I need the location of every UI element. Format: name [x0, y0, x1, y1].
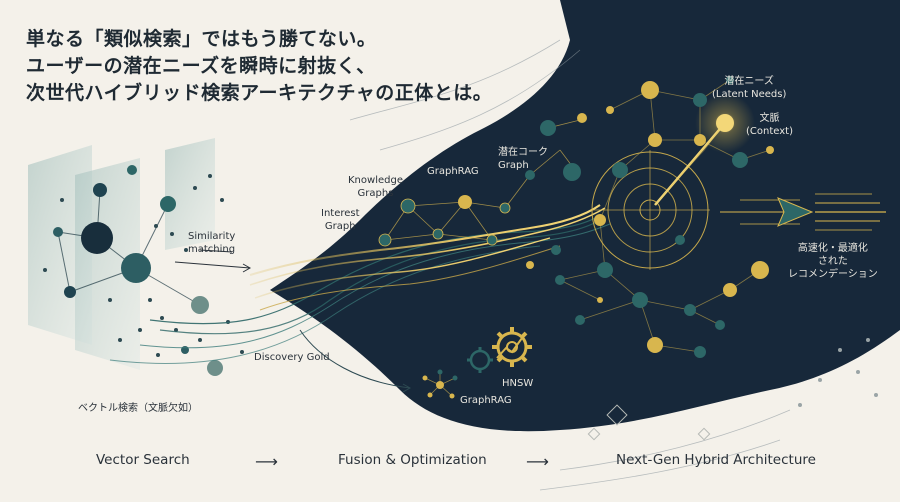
- graph-node: [577, 113, 587, 123]
- graphrag-top-label: GraphRAG: [427, 166, 479, 177]
- vector-node: [127, 165, 137, 175]
- diamond-decor: [587, 404, 711, 441]
- latent-graph-label: 潜在コーク Graph: [498, 147, 548, 171]
- graph-node: [526, 261, 534, 269]
- graph-node: [632, 292, 648, 308]
- graph-node: [555, 275, 565, 285]
- vector-node: [181, 346, 189, 354]
- graph-node: [715, 320, 725, 330]
- graph-node: [563, 163, 581, 181]
- stage-fusion-optimization: Fusion & Optimization: [338, 452, 487, 468]
- vector-node: [191, 296, 209, 314]
- footer-arrow-2: ⟶: [526, 452, 549, 471]
- vector-node: [93, 183, 107, 197]
- graphrag-cluster: [422, 369, 458, 399]
- headline-line-2: ユーザーの潜在ニーズを瞬時に射抜く、: [26, 55, 376, 77]
- graph-node: [684, 304, 696, 316]
- graph-node: [486, 234, 498, 246]
- vector-node: [121, 253, 151, 283]
- trend-arrow-icon: [496, 337, 523, 359]
- right-scatter: [798, 338, 878, 407]
- output-arrow: [720, 193, 886, 231]
- graph-node: [647, 337, 663, 353]
- context-label: 文脈 (Context): [746, 113, 793, 137]
- vector-panels: [28, 138, 215, 370]
- graph-node: [694, 134, 706, 146]
- radar-beam: [654, 122, 726, 206]
- similarity-arrows: [174, 249, 252, 273]
- headline-line-3: 次世代ハイブリッド検索アーキテクチャの正体とは。: [26, 82, 493, 104]
- vector-nodes: [53, 165, 223, 376]
- small-gear-icon: [467, 347, 493, 373]
- knowledge-graphs-label: Knowledge Graphs: [348, 175, 403, 199]
- recommendation-label: 高速化・最適化 された レコメンデーション: [788, 243, 878, 280]
- vector-panel: [165, 138, 215, 250]
- graph-node: [694, 346, 706, 358]
- graph-node: [675, 235, 685, 245]
- graph-node: [499, 202, 511, 214]
- radar-sweep: [650, 123, 725, 210]
- graph-node: [641, 81, 659, 99]
- graph-node: [594, 214, 606, 226]
- graph-node: [726, 76, 734, 84]
- footer-arrow-1: ⟶: [255, 452, 278, 471]
- headline-line-1: 単なる「類似検索」ではもう勝てない。: [26, 28, 377, 50]
- graph-node: [723, 283, 737, 297]
- graph-node: [732, 152, 748, 168]
- vector-node: [81, 222, 113, 254]
- fusion-streams: [109, 204, 611, 364]
- swirl-lines: [349, 39, 791, 491]
- similarity-matching-label: Similarity matching: [188, 231, 236, 255]
- graph-node: [525, 170, 535, 180]
- latent-needs-label: 潜在ニーズ (Latent Needs): [712, 76, 787, 100]
- hnsw-label: HNSW: [502, 378, 534, 389]
- graph-node: [458, 195, 472, 209]
- graph-node: [597, 262, 613, 278]
- graph-node: [751, 261, 769, 279]
- graphrag-bottom-label: GraphRAG: [460, 395, 512, 406]
- stage-next-gen-architecture: Next-Gen Hybrid Architecture: [616, 452, 816, 468]
- graph-node: [400, 198, 416, 214]
- graph-node: [693, 93, 707, 107]
- graph-node: [432, 228, 444, 240]
- vector-node: [207, 360, 223, 376]
- vector-panel: [75, 158, 140, 370]
- interest-graph-label: Interest Graph: [321, 208, 360, 232]
- graph-node: [551, 245, 561, 255]
- graph-node: [540, 120, 556, 136]
- graph-node: [597, 297, 603, 303]
- stage-vector-search: Vector Search: [96, 452, 190, 468]
- graph-node: [716, 114, 734, 132]
- discovery-gold-label: Discovery Gold: [254, 352, 330, 363]
- vector-search-caption: ベクトル検索（文脈欠如）: [78, 403, 198, 414]
- right-nodes: [555, 76, 774, 358]
- graph-node: [378, 233, 392, 247]
- vector-node: [160, 196, 176, 212]
- graph-node: [648, 133, 662, 147]
- gear-icon: [492, 327, 532, 367]
- scatter-dots: [43, 174, 244, 357]
- radar: [590, 150, 710, 270]
- graph-node: [575, 315, 585, 325]
- middle-nodes: [378, 106, 614, 269]
- graphrag-arrow: [299, 329, 412, 393]
- vector-node: [53, 227, 63, 237]
- vector-node: [64, 286, 76, 298]
- graph-node: [612, 162, 628, 178]
- graph-node: [766, 146, 774, 154]
